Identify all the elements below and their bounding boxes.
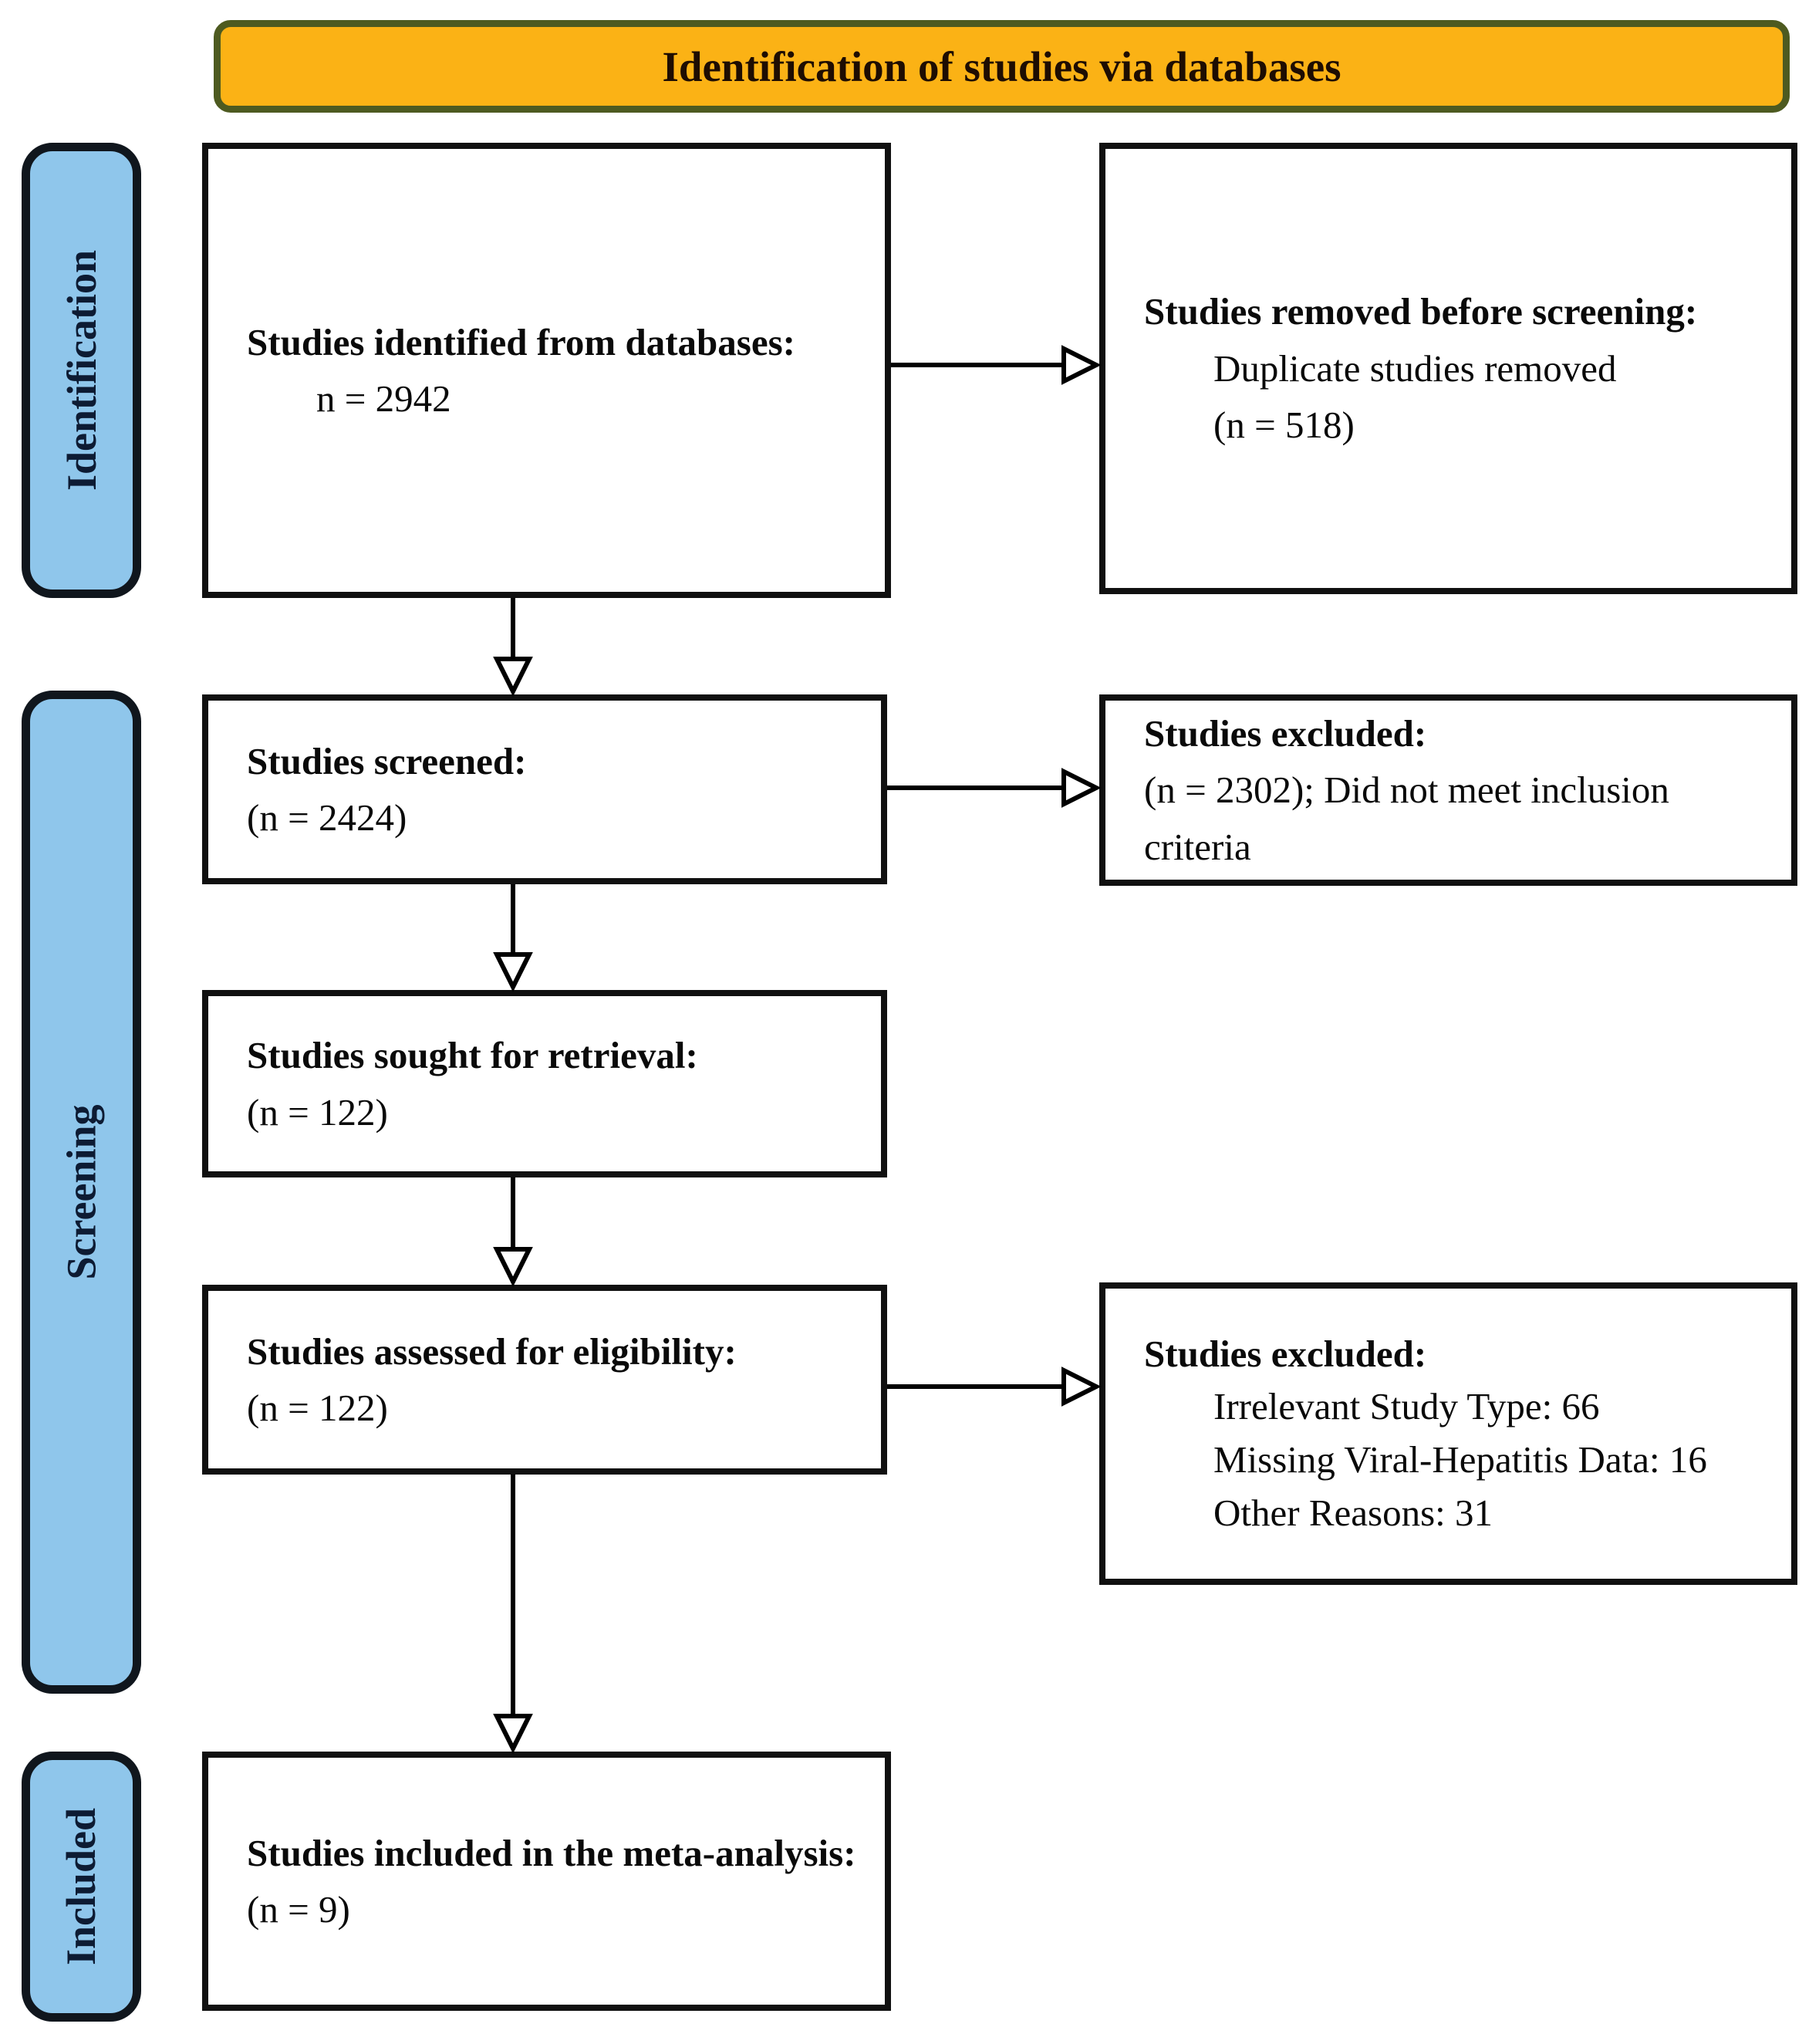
box-excluded-screening: Studies excluded: (n = 2302); Did not me… bbox=[1099, 694, 1797, 886]
box-studies-screened-heading: Studies screened: bbox=[247, 739, 527, 782]
arrow-right-screened-to-excluded-icon bbox=[887, 768, 1102, 808]
box-studies-included-count: (n = 9) bbox=[247, 1888, 350, 1931]
box-excluded-eligibility: Studies excluded: Irrelevant Study Type:… bbox=[1099, 1282, 1797, 1585]
box-studies-retrieval-count: (n = 122) bbox=[247, 1090, 388, 1133]
box-excluded-screening-heading: Studies excluded: bbox=[1144, 711, 1427, 755]
box-removed-before-screening: Studies removed before screening: Duplic… bbox=[1099, 143, 1797, 594]
box-studies-screened: Studies screened: (n = 2424) bbox=[202, 694, 887, 884]
box-studies-screened-count: (n = 2424) bbox=[247, 796, 407, 839]
box-studies-eligibility-count: (n = 122) bbox=[247, 1387, 388, 1429]
phase-label-identification: Identification bbox=[22, 143, 141, 598]
box-studies-retrieval: Studies sought for retrieval: (n = 122) bbox=[202, 990, 887, 1177]
arrow-right-eligibility-to-excluded-icon bbox=[887, 1367, 1102, 1407]
arrow-down-screened-to-retrieval-icon bbox=[493, 884, 533, 992]
arrow-down-identified-to-screened-icon bbox=[493, 598, 533, 697]
box-excluded-eligibility-line-3: Other Reasons: 31 bbox=[1213, 1491, 1493, 1534]
phase-label-screening: Screening bbox=[22, 691, 141, 1694]
box-studies-identified-heading: Studies identified from databases: bbox=[247, 320, 796, 363]
box-studies-included: Studies included in the meta-analysis: (… bbox=[202, 1752, 891, 2011]
phase-label-identification-text: Identification bbox=[58, 249, 105, 492]
box-removed-line-2: (n = 518) bbox=[1213, 404, 1355, 447]
phase-label-included: Included bbox=[22, 1752, 141, 2022]
box-excluded-eligibility-line-1: Irrelevant Study Type: 66 bbox=[1213, 1385, 1600, 1428]
arrow-down-eligibility-to-included-icon bbox=[493, 1475, 533, 1754]
phase-label-screening-text: Screening bbox=[58, 1104, 105, 1280]
box-studies-included-heading: Studies included in the meta-analysis: bbox=[247, 1831, 856, 1874]
box-removed-line-1: Duplicate studies removed bbox=[1213, 346, 1617, 390]
box-studies-retrieval-heading: Studies sought for retrieval: bbox=[247, 1034, 698, 1076]
arrow-right-identified-to-removed-icon bbox=[891, 345, 1102, 385]
diagram-title-banner: Identification of studies via databases bbox=[214, 20, 1790, 113]
box-studies-identified-count: n = 2942 bbox=[316, 377, 451, 420]
arrow-down-retrieval-to-eligibility-icon bbox=[493, 1177, 533, 1287]
box-excluded-eligibility-line-2: Missing Viral-Hepatitis Data: 16 bbox=[1213, 1438, 1707, 1481]
box-removed-heading: Studies removed before screening: bbox=[1144, 290, 1698, 333]
box-excluded-eligibility-heading: Studies excluded: bbox=[1144, 1332, 1427, 1375]
diagram-title: Identification of studies via databases bbox=[662, 42, 1341, 90]
box-excluded-screening-body: (n = 2302); Did not meet inclusion crite… bbox=[1144, 769, 1669, 868]
box-studies-eligibility-heading: Studies assessed for eligibility: bbox=[247, 1329, 737, 1373]
phase-label-included-text: Included bbox=[58, 1807, 105, 1966]
box-studies-identified: Studies identified from databases: n = 2… bbox=[202, 143, 891, 598]
box-studies-eligibility: Studies assessed for eligibility: (n = 1… bbox=[202, 1285, 887, 1475]
